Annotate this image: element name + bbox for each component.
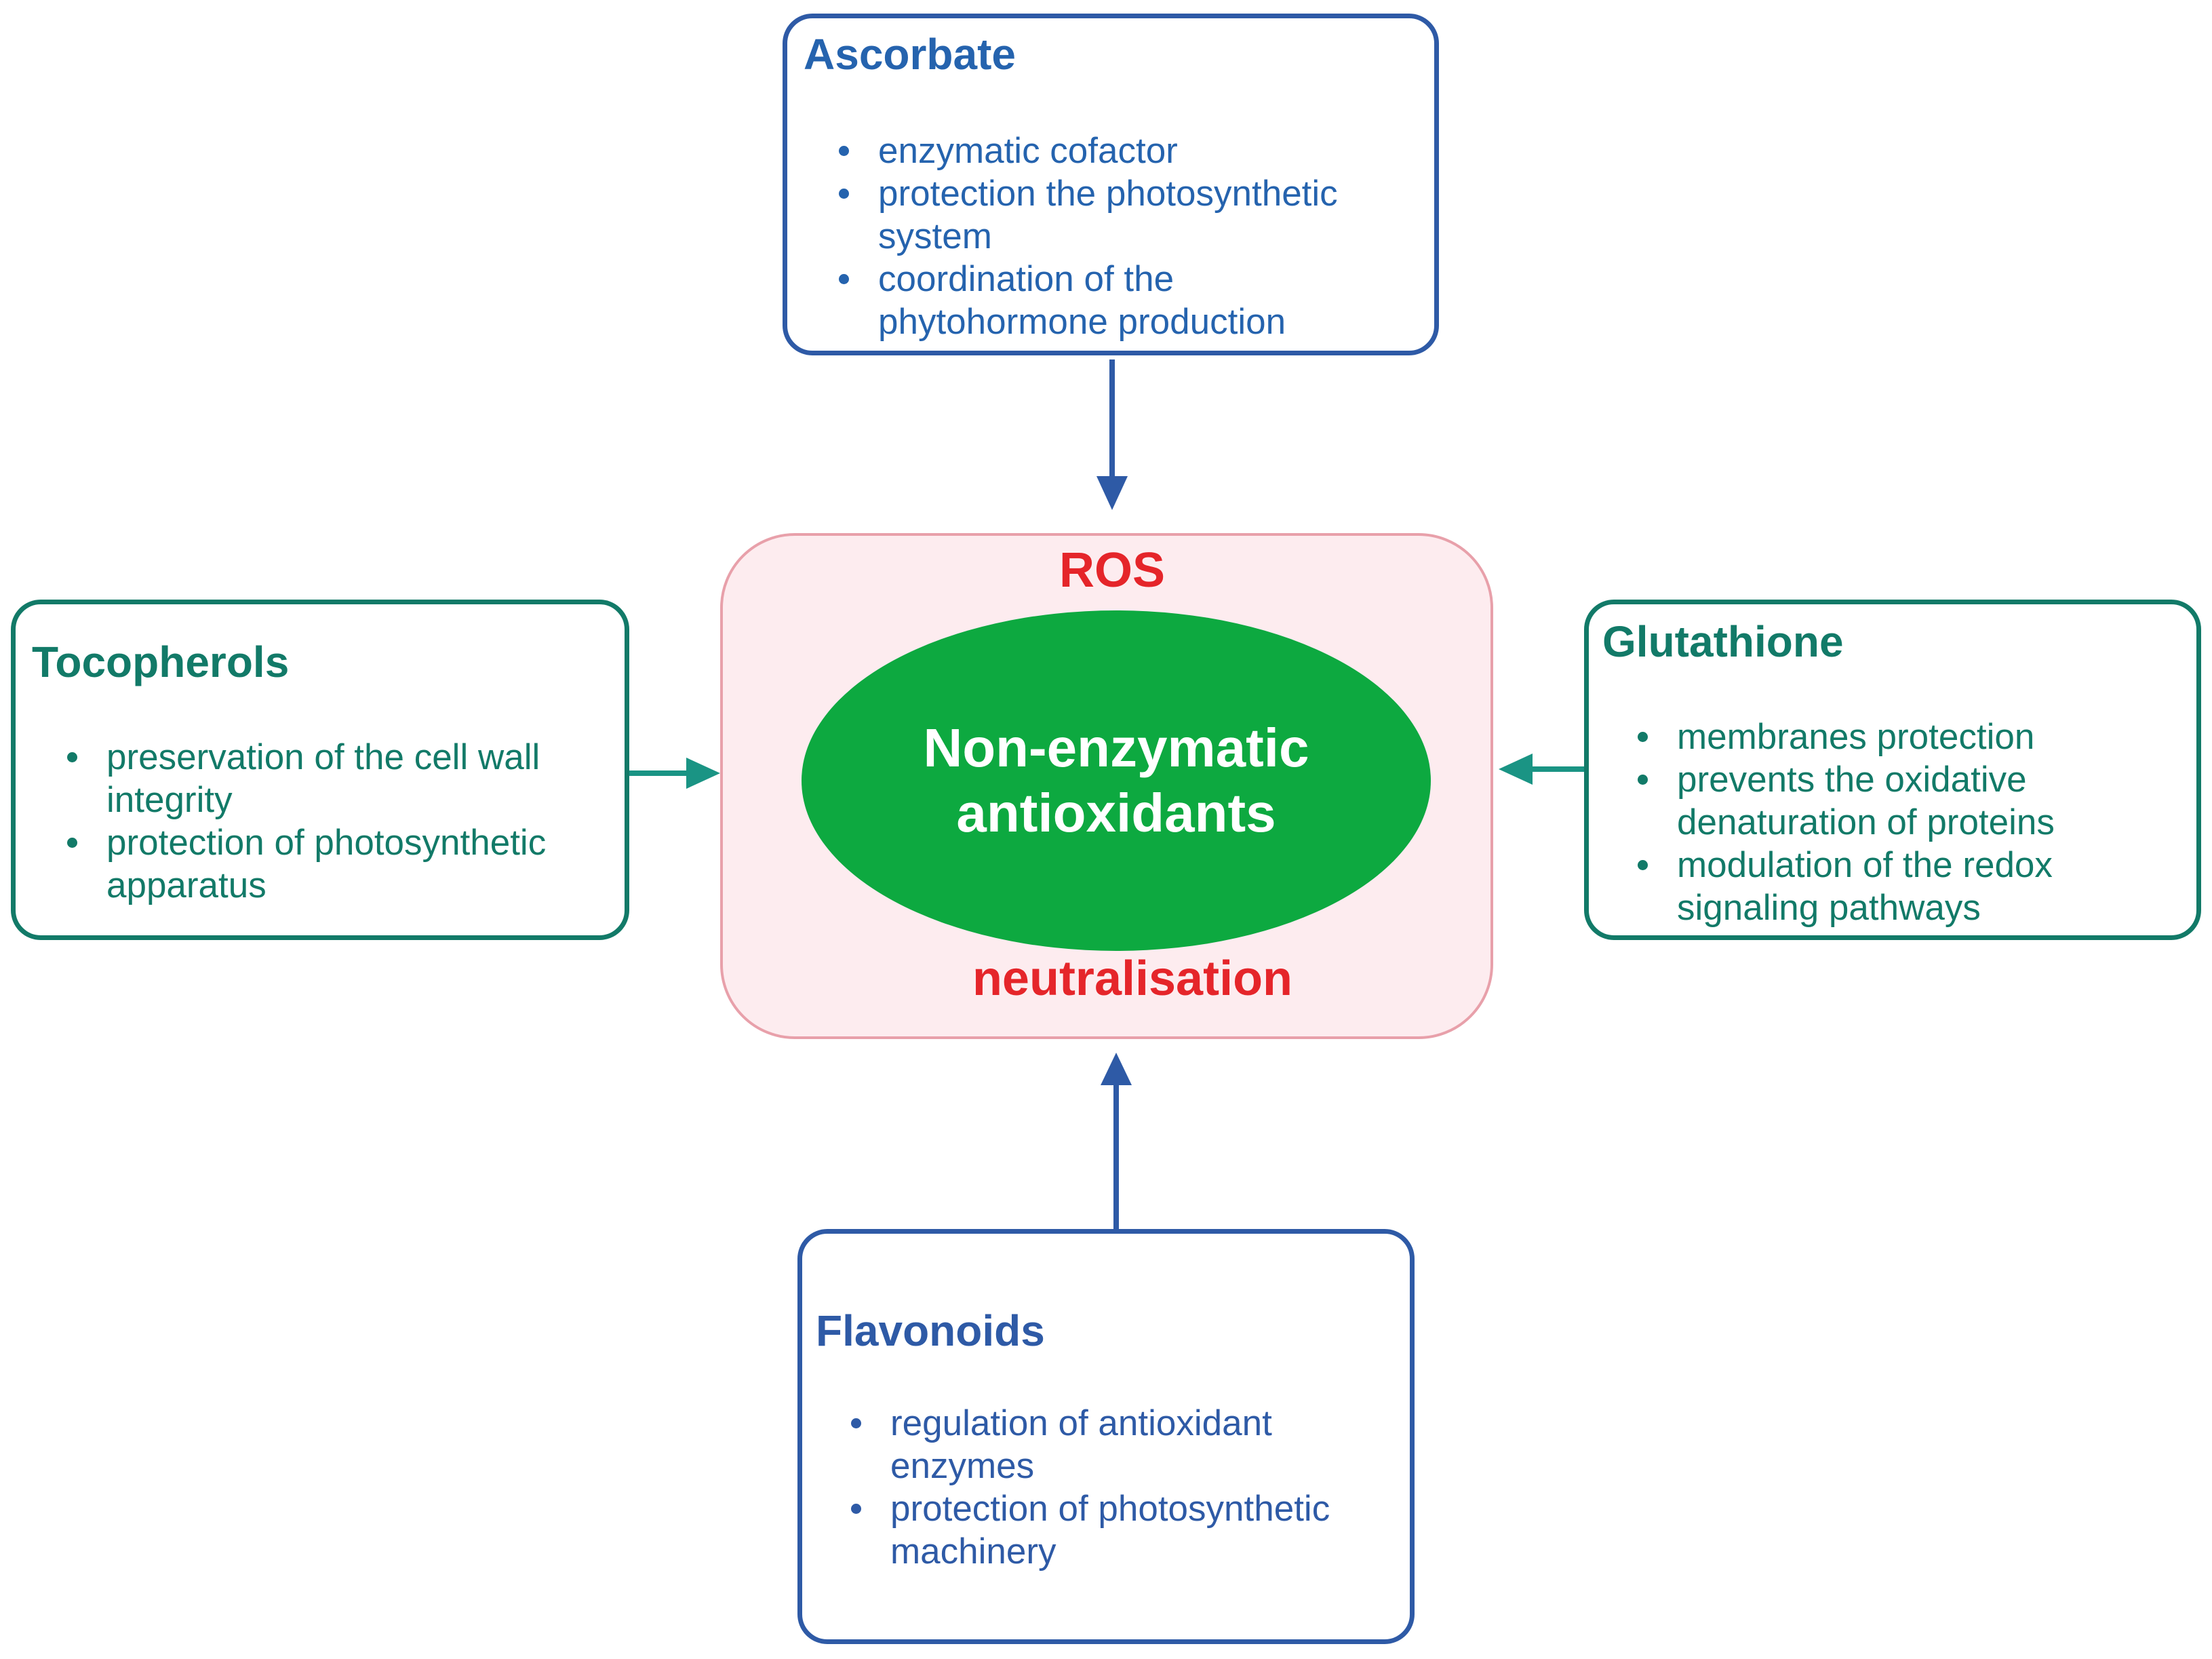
glutathione-item: prevents the oxidative denaturation of p…	[1638, 758, 2111, 844]
glutathione-item: membranes protection	[1638, 716, 2183, 758]
tocopherols-item: preservation of the cell wall integrity	[67, 736, 581, 821]
ascorbate-item: protection the photosynthetic system	[839, 172, 1394, 258]
tocopherols-list: preservation of the cell wall integrity …	[32, 736, 611, 907]
ros-label: ROS	[1059, 543, 1166, 598]
ascorbate-item: enzymatic cofactor	[839, 130, 1421, 172]
flavonoids-item: regulation of antioxidant enzymes	[851, 1402, 1338, 1487]
ascorbate-list: enzymatic cofactor protection the photos…	[804, 130, 1421, 343]
arrow-ascorbate-to-center	[1097, 359, 1128, 510]
neutralisation-label: neutralisation	[972, 952, 1293, 1006]
flavonoids-box: Flavonoids regulation of antioxidant enz…	[797, 1229, 1415, 1644]
arrow-flavonoids-to-center	[1101, 1053, 1132, 1229]
tocopherols-item: protection of photosynthetic apparatus	[67, 821, 608, 907]
glutathione-box: Glutathione membranes protection prevent…	[1584, 600, 2201, 940]
ellipse-label: Non-enzymatic antioxidants	[923, 718, 1309, 843]
ascorbate-item: coordination of the phytohormone product…	[839, 258, 1353, 343]
arrow-glutathione-to-center	[1499, 754, 1584, 785]
non-enzymatic-antioxidants-ellipse: Non-enzymatic antioxidants	[802, 610, 1431, 951]
arrow-tocopherols-to-center	[629, 758, 720, 789]
flavonoids-title: Flavonoids	[816, 1306, 1045, 1355]
glutathione-title: Glutathione	[1602, 617, 1844, 666]
glutathione-list: membranes protection prevents the oxidat…	[1602, 716, 2183, 929]
flavonoids-list: regulation of antioxidant enzymes protec…	[816, 1402, 1396, 1573]
glutathione-item: modulation of the redox signaling pathwa…	[1638, 844, 2111, 929]
tocopherols-box: Tocopherols preservation of the cell wal…	[11, 600, 629, 940]
flavonoids-item: protection of photosynthetic machinery	[851, 1487, 1392, 1573]
tocopherols-title: Tocopherols	[32, 638, 290, 686]
ascorbate-box: Ascorbate enzymatic cofactor protection …	[783, 14, 1439, 355]
ascorbate-title: Ascorbate	[804, 30, 1016, 79]
